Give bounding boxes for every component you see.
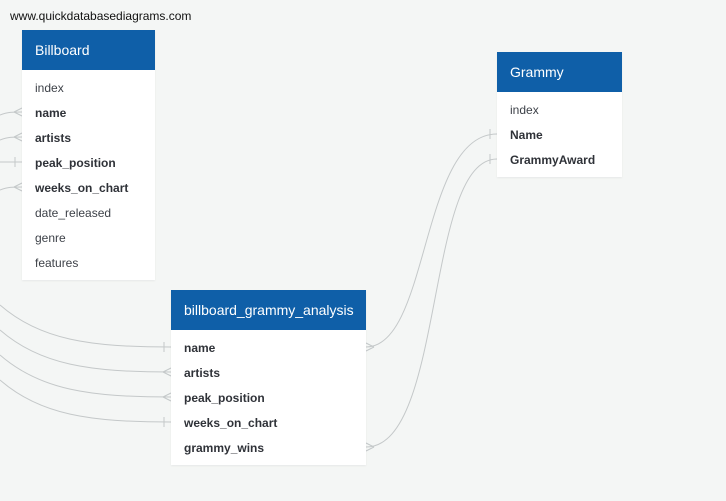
connector-analysis-name (0, 304, 172, 348)
field-analysis-peak-position[interactable]: peak_position (184, 391, 265, 405)
crowfoot-analysis-grammy-wins (365, 442, 375, 452)
crowfoot-analysis-artists (162, 367, 172, 377)
table-billboard-title[interactable]: Billboard (22, 30, 155, 70)
field-billboard-features[interactable]: features (35, 256, 79, 270)
table-grammy-title[interactable]: Grammy (497, 52, 622, 92)
table-analysis-title[interactable]: billboard_grammy_analysis (171, 290, 366, 330)
crowfoot-billboard-name (13, 107, 23, 117)
field-grammy-award[interactable]: GrammyAward (510, 153, 596, 167)
connector-analysis-weeks (0, 379, 172, 423)
field-billboard-weeks-on-chart[interactable]: weeks_on_chart (35, 181, 129, 195)
table-analysis-fields: name artists peak_position weeks_on_char… (171, 330, 366, 465)
field-billboard-index[interactable]: index (35, 81, 64, 95)
field-billboard-artists[interactable]: artists (35, 131, 72, 145)
crowfoot-analysis-name (365, 342, 375, 352)
connector-analysis-grammy-name (365, 133, 498, 348)
crowfoot-billboard-artists (13, 132, 23, 142)
field-analysis-weeks-on-chart[interactable]: weeks_on_chart (184, 416, 278, 430)
crowfoot-analysis-peak (162, 392, 172, 402)
table-grammy[interactable]: Grammy index Name GrammyAward (497, 52, 622, 177)
table-billboard-fields: index name artists peak_position weeks_o… (22, 70, 155, 280)
table-billboard-grammy-analysis[interactable]: billboard_grammy_analysis name artists p… (171, 290, 366, 465)
crowfoot-billboard-weeks (13, 182, 23, 192)
field-billboard-date-released[interactable]: date_released (35, 206, 112, 220)
table-billboard[interactable]: Billboard index name artists peak_positi… (22, 30, 155, 280)
field-billboard-genre[interactable]: genre (35, 231, 66, 245)
field-grammy-index[interactable]: index (510, 103, 539, 117)
field-billboard-peak-position[interactable]: peak_position (35, 156, 116, 170)
watermark-text: www.quickdatabasediagrams.com (10, 9, 192, 23)
field-analysis-artists[interactable]: artists (184, 366, 221, 380)
connector-billboard-artists (0, 136, 23, 141)
table-grammy-fields: index Name GrammyAward (497, 92, 622, 177)
connector-analysis-peak (0, 354, 172, 398)
connector-analysis-artists (0, 329, 172, 373)
field-grammy-name[interactable]: Name (510, 128, 543, 142)
field-billboard-name[interactable]: name (35, 106, 67, 120)
connector-billboard-weeks (0, 186, 23, 191)
connector-billboard-name (0, 111, 23, 116)
field-analysis-grammy-wins[interactable]: grammy_wins (184, 441, 265, 455)
field-analysis-name[interactable]: name (184, 341, 216, 355)
connector-analysis-grammy-award (365, 158, 498, 448)
